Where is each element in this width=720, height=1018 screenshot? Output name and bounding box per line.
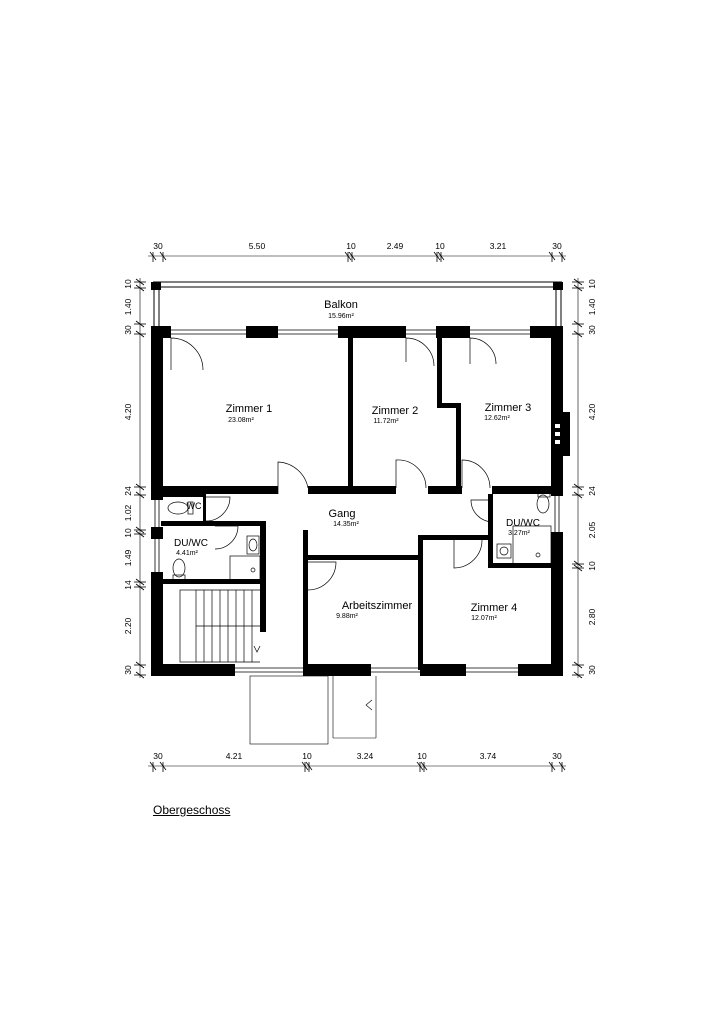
dim-top-label: 5.50 xyxy=(249,241,266,251)
dim-top-label: 10 xyxy=(346,241,356,251)
dim-right-label: 30 xyxy=(587,325,597,335)
toilet-icon xyxy=(536,491,551,514)
room-label-arbeitszimmer: Arbeitszimmer xyxy=(342,600,413,612)
dim-bottom-label: 30 xyxy=(153,751,163,761)
room-label-duwc-right: DU/WC xyxy=(506,518,540,529)
interior-walls xyxy=(151,336,563,670)
doors xyxy=(170,337,497,591)
toilet-icon xyxy=(172,558,186,581)
door-zimmer3-window xyxy=(469,337,497,365)
dim-left-label: 30 xyxy=(123,665,133,675)
room-area-zimmer4: 12.07m² xyxy=(471,615,497,622)
room-label-zimmer2: Zimmer 2 xyxy=(372,405,418,417)
sink-icon xyxy=(496,543,512,559)
dim-left-label: 24 xyxy=(123,486,133,496)
dimension-labels-left: 10 1.40 30 4.20 24 1.02 10 1.49 14 2.20 … xyxy=(123,279,133,675)
dim-left-label: 10 xyxy=(123,279,133,289)
exterior-walls xyxy=(151,326,570,676)
fixtures xyxy=(167,491,552,581)
dim-top-label: 2.49 xyxy=(387,241,404,251)
door-zimmer1 xyxy=(277,461,309,494)
dim-bottom-label: 3.24 xyxy=(357,751,374,761)
plan-title: Obergeschoss xyxy=(153,803,231,817)
door-zimmer4 xyxy=(453,539,483,569)
balcony xyxy=(151,281,563,326)
room-label-wc: WC xyxy=(187,501,202,511)
entrance-canopy xyxy=(249,675,377,745)
door-duwc-left xyxy=(214,525,239,550)
door-zimmer1-window xyxy=(170,337,204,371)
dim-bottom-label: 10 xyxy=(302,751,312,761)
dim-right-label: 2.80 xyxy=(587,608,597,625)
dimension-labels-bottom: 30 4.21 10 3.24 10 3.74 30 xyxy=(153,751,562,761)
room-label-zimmer4: Zimmer 4 xyxy=(471,602,517,614)
dim-bottom-label: 10 xyxy=(417,751,427,761)
door-zimmer2 xyxy=(395,459,427,489)
dim-top-label: 30 xyxy=(552,241,562,251)
dim-right-label: 30 xyxy=(587,665,597,675)
dimension-labels-right: 10 1.40 30 4.20 24 2.05 10 2.80 30 xyxy=(587,279,597,675)
room-area-zimmer1: 23.08m² xyxy=(228,417,254,424)
toilet-icon xyxy=(167,501,194,515)
shower-icon xyxy=(512,525,552,565)
shower-icon xyxy=(229,555,261,581)
dimension-lines xyxy=(134,251,584,772)
dim-left-label: 30 xyxy=(123,325,133,335)
dim-right-label: 4.20 xyxy=(587,403,597,420)
room-area-gang: 14.35m² xyxy=(333,521,359,528)
dim-top-label: 10 xyxy=(435,241,445,251)
room-label-duwc-left: DU/WC xyxy=(174,538,208,549)
dim-right-label: 1.40 xyxy=(587,298,597,315)
dim-left-label: 4.20 xyxy=(123,403,133,420)
room-area-arbeitszimmer: 9.88m² xyxy=(336,613,358,620)
dim-bottom-label: 3.74 xyxy=(480,751,497,761)
staircase xyxy=(179,589,261,663)
room-area-duwc-left: 4.41m² xyxy=(176,550,198,557)
dim-right-label: 10 xyxy=(587,561,597,571)
windows xyxy=(154,329,560,673)
room-label-balkon: Balkon xyxy=(324,299,358,311)
room-labels: Balkon 15.96m² Zimmer 1 23.08m² Zimmer 2… xyxy=(174,299,540,622)
dim-right-label: 24 xyxy=(587,486,597,496)
room-area-balkon: 15.96m² xyxy=(328,313,354,320)
dim-top-label: 3.21 xyxy=(490,241,507,251)
dim-top-label: 30 xyxy=(153,241,163,251)
room-area-zimmer2: 11.72m² xyxy=(373,418,399,425)
room-label-gang: Gang xyxy=(329,508,356,520)
arrow-icon xyxy=(365,699,373,711)
dim-left-label: 1.02 xyxy=(123,504,133,521)
room-label-zimmer1: Zimmer 1 xyxy=(226,403,272,415)
door-duwc-right xyxy=(470,499,494,523)
room-label-zimmer3: Zimmer 3 xyxy=(485,402,531,414)
chimney xyxy=(555,424,560,444)
dim-left-label: 14 xyxy=(123,580,133,590)
dim-left-label: 1.40 xyxy=(123,298,133,315)
dim-bottom-label: 4.21 xyxy=(226,751,243,761)
door-wc xyxy=(205,496,231,522)
sink-icon xyxy=(246,535,260,555)
dim-left-label: 2.20 xyxy=(123,617,133,634)
dim-bottom-label: 30 xyxy=(552,751,562,761)
arrow-icon xyxy=(253,645,261,653)
dim-right-label: 10 xyxy=(587,279,597,289)
door-arbeitszimmer xyxy=(307,561,337,591)
dim-left-label: 10 xyxy=(123,528,133,538)
dimension-labels-top: 30 5.50 10 2.49 10 3.21 30 xyxy=(153,241,562,251)
room-area-duwc-right: 3.27m² xyxy=(508,530,530,537)
dim-left-label: 1.49 xyxy=(123,549,133,566)
door-zimmer3 xyxy=(461,459,491,489)
room-area-zimmer3: 12.62m² xyxy=(484,415,510,422)
door-zimmer2-window xyxy=(405,337,435,367)
dim-right-label: 2.05 xyxy=(587,521,597,538)
